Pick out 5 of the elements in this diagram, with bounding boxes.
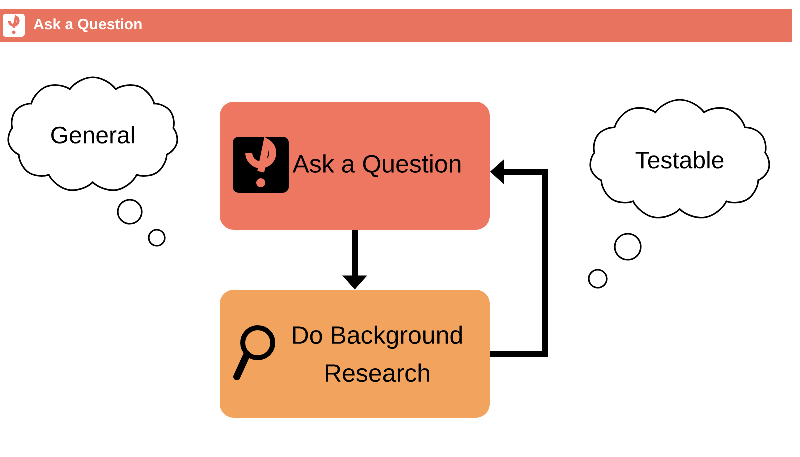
title: Ask a Question (34, 18, 142, 32)
process-box: Do Background Research (220, 290, 490, 418)
process-box: Ask a Question (220, 102, 490, 230)
thought-cloud: General (8, 76, 178, 192)
thought-cloud: Testable (590, 99, 770, 219)
